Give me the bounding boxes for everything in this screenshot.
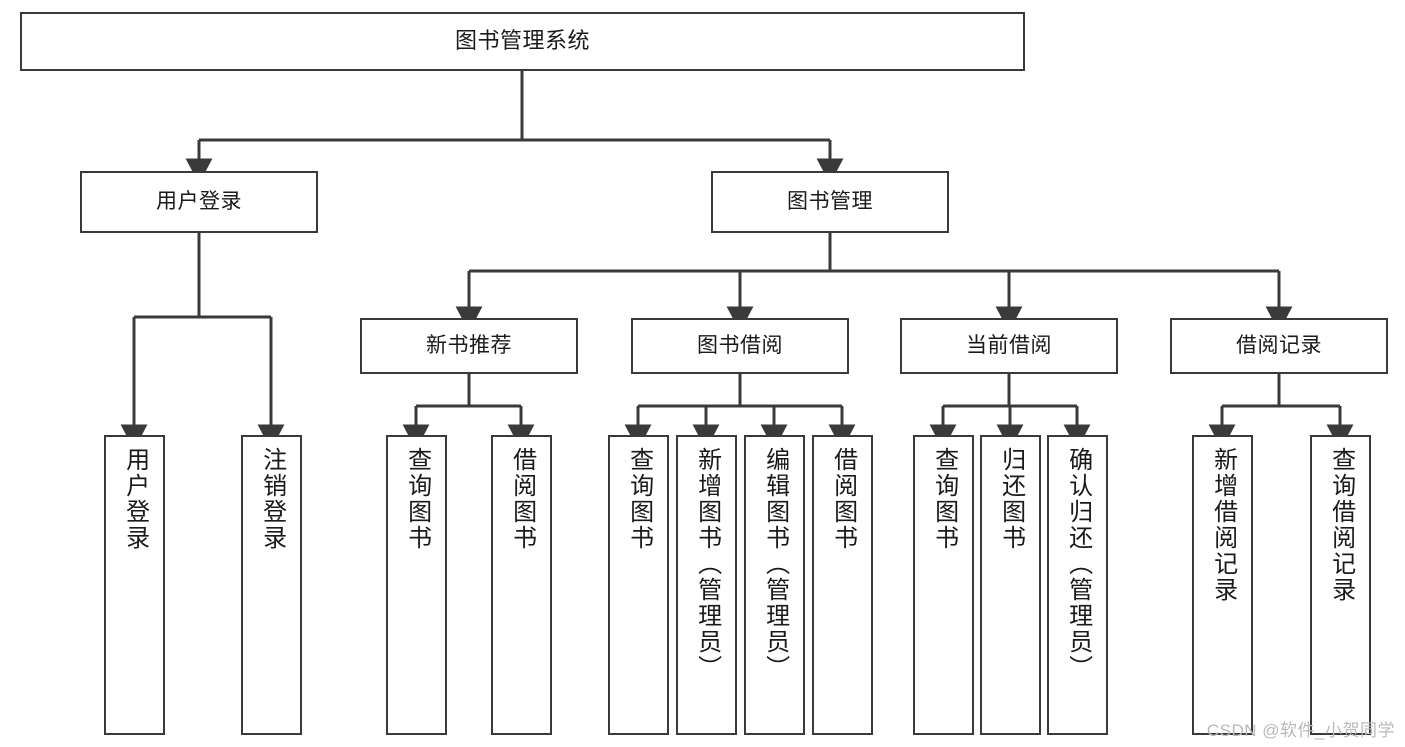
node-root-system[interactable]: 图书管理系统 [20,12,1025,71]
node-label: 编辑图书（管理员） [761,447,789,681]
node-book-borrow[interactable]: 图书借阅 [631,318,849,374]
csdn-watermark: CSDN @软件_小贺同学 [1206,721,1395,740]
node-label: 查询图书 [625,447,653,551]
leaf-borrow-query-book[interactable]: 查询图书 [608,435,669,735]
node-label: 用户登录 [121,447,149,551]
node-label: 图书管理 [787,190,873,214]
leaf-record-add[interactable]: 新增借阅记录 [1192,435,1253,735]
node-current-borrow[interactable]: 当前借阅 [900,318,1118,374]
node-label: 新增借阅记录 [1209,447,1237,603]
node-label: 图书管理系统 [454,28,590,54]
node-borrow-record[interactable]: 借阅记录 [1170,318,1388,374]
node-book-management[interactable]: 图书管理 [711,171,949,233]
node-new-book-recommend[interactable]: 新书推荐 [360,318,578,374]
leaf-new-book-query[interactable]: 查询图书 [386,435,447,735]
leaf-new-book-borrow[interactable]: 借阅图书 [491,435,552,735]
node-label: 查询借阅记录 [1327,447,1355,603]
leaf-record-query[interactable]: 查询借阅记录 [1310,435,1371,735]
node-label: 借阅图书 [508,447,536,551]
node-label: 图书借阅 [697,334,783,358]
node-label: 借阅图书 [829,447,857,551]
leaf-borrow-edit-book[interactable]: 编辑图书（管理员） [744,435,805,735]
node-label: 当前借阅 [966,334,1052,358]
node-label: 用户登录 [156,190,242,214]
node-label: 归还图书 [997,447,1025,551]
leaf-user-login-logout[interactable]: 注销登录 [241,435,302,735]
node-label: 注销登录 [258,447,286,551]
leaf-current-confirm-return[interactable]: 确认归还（管理员） [1047,435,1108,735]
node-label: 新增图书（管理员） [693,447,721,681]
leaf-current-query-book[interactable]: 查询图书 [913,435,974,735]
node-user-login[interactable]: 用户登录 [80,171,318,233]
leaf-borrow-add-book[interactable]: 新增图书（管理员） [676,435,737,735]
node-label: 借阅记录 [1236,334,1322,358]
leaf-current-return-book[interactable]: 归还图书 [980,435,1041,735]
node-label: 查询图书 [930,447,958,551]
leaf-user-login-login[interactable]: 用户登录 [104,435,165,735]
node-label: 查询图书 [403,447,431,551]
node-label: 新书推荐 [426,334,512,358]
node-label: 确认归还（管理员） [1064,447,1092,681]
leaf-borrow-borrow-book[interactable]: 借阅图书 [812,435,873,735]
